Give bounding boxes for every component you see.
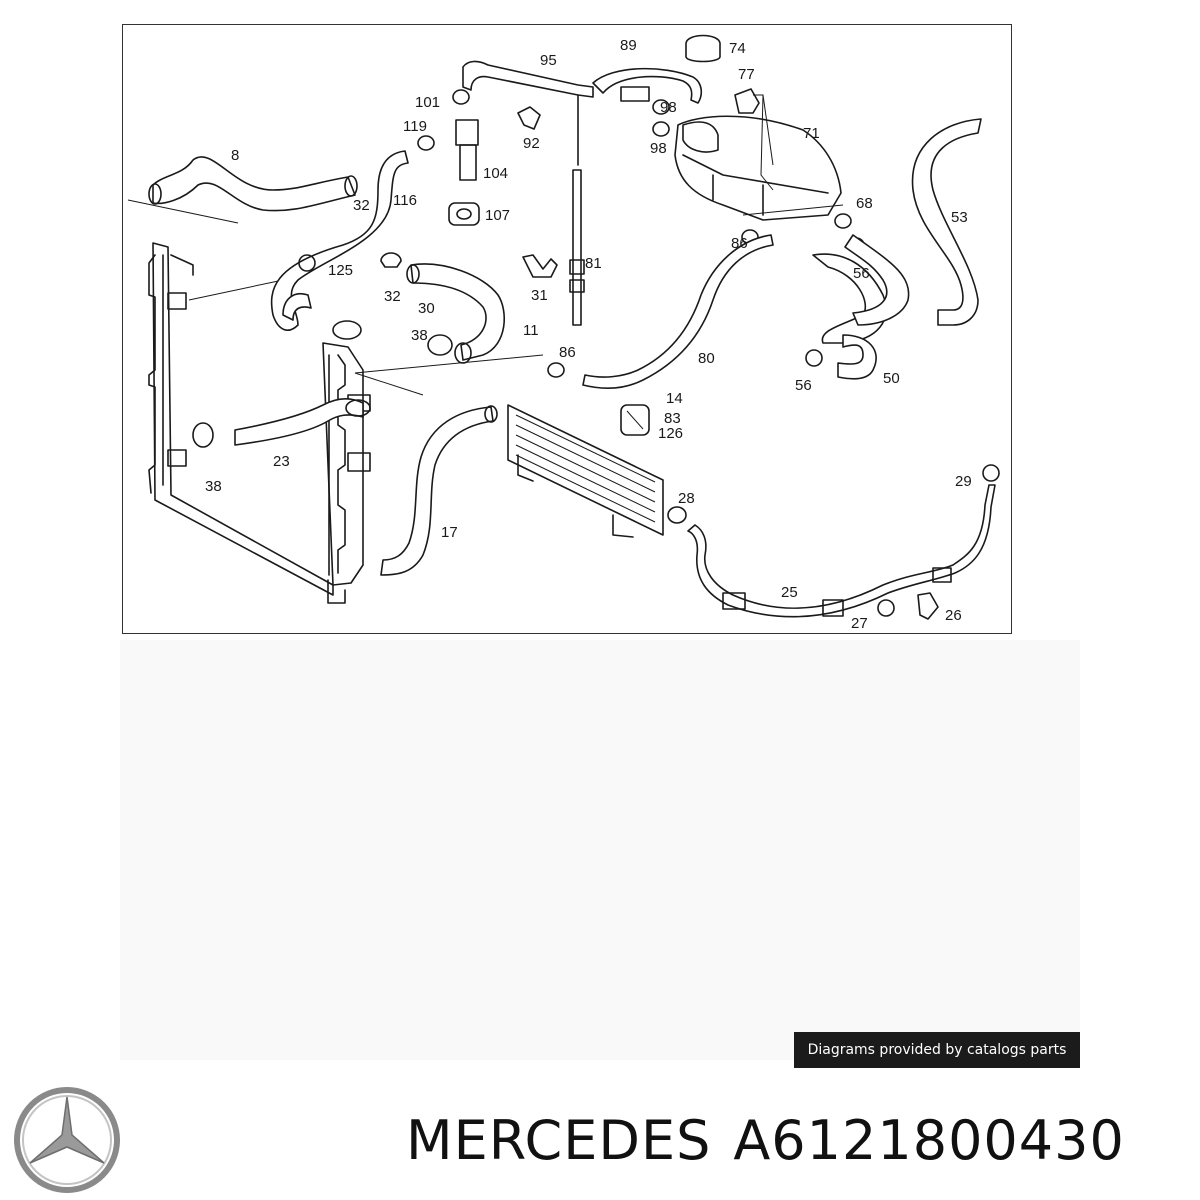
callout-107: 107 xyxy=(485,207,510,224)
hose-89 xyxy=(592,67,703,104)
callout-32: 32 xyxy=(353,197,370,214)
callout-53: 53 xyxy=(951,209,968,226)
callout-14: 14 xyxy=(666,390,683,407)
callout-86: 86 xyxy=(559,344,576,361)
callout-92: 92 xyxy=(523,135,540,152)
callout-38: 38 xyxy=(411,327,428,344)
callout-11: 11 xyxy=(523,322,539,339)
credit-badge: Diagrams provided by catalogs parts xyxy=(794,1032,1080,1068)
hose-56 xyxy=(844,234,910,326)
cap-74 xyxy=(685,34,721,63)
hose-11 xyxy=(410,263,505,361)
callout-101: 101 xyxy=(415,94,440,111)
callout-50: 50 xyxy=(883,370,900,387)
hose-8 xyxy=(152,156,356,212)
part-number: A6121800430 xyxy=(733,1109,1125,1172)
diagram-drawing: 8 116 101 119 104 107 95 89 98 98 92 74 77 71 68 53 86 56… xyxy=(127,34,1000,632)
callout-81: 81 xyxy=(585,255,602,272)
callout-56: 56 xyxy=(795,377,812,394)
callout-125: 125 xyxy=(328,262,353,279)
callout-95: 95 xyxy=(540,52,557,69)
callout-23: 23 xyxy=(273,453,290,470)
hose-23 xyxy=(234,397,364,446)
diagram-backdrop xyxy=(120,640,1080,1060)
leader-lines xyxy=(127,94,844,396)
callout-28: 28 xyxy=(678,490,695,507)
hose-95 xyxy=(462,60,594,98)
callout-116: 116 xyxy=(393,192,417,209)
callout-77: 77 xyxy=(738,66,755,83)
pipe-25 xyxy=(687,484,996,618)
callout-27: 27 xyxy=(851,615,868,632)
hose-17 xyxy=(380,406,494,576)
radiator-part xyxy=(148,242,371,604)
callout-17: 17 xyxy=(441,524,458,541)
expansion-tank-71 xyxy=(674,115,842,221)
clamps xyxy=(192,89,1000,524)
hose-80 xyxy=(582,234,774,390)
callout-29: 29 xyxy=(955,473,972,490)
callout-68: 68 xyxy=(856,195,873,212)
part-callouts: 8 116 101 119 104 107 95 89 98 98 92 74 77 71 68 53 86 56… xyxy=(205,37,972,632)
credit-text: Diagrams provided by catalogs parts xyxy=(807,1042,1067,1058)
callout-56: 56 xyxy=(853,265,870,282)
callout-80: 80 xyxy=(698,350,715,367)
mercedes-star-logo-icon xyxy=(14,1087,120,1193)
parts-diagram: 8 116 101 119 104 107 95 89 98 98 92 74 77 71 68 53 86 56… xyxy=(122,24,1012,634)
callout-126: 126 xyxy=(658,425,683,442)
callout-25: 25 xyxy=(781,584,798,601)
callout-71: 71 xyxy=(803,125,820,142)
callout-74: 74 xyxy=(729,40,746,57)
callout-32: 32 xyxy=(384,288,401,305)
hose-53 xyxy=(911,118,982,326)
callout-31: 31 xyxy=(531,287,548,304)
callout-104: 104 xyxy=(483,165,508,182)
callout-119: 119 xyxy=(403,118,427,135)
oil-cooler xyxy=(507,404,664,538)
callout-38: 38 xyxy=(205,478,222,495)
callout-83: 83 xyxy=(664,410,681,427)
callout-98: 98 xyxy=(650,140,667,157)
callout-30: 30 xyxy=(418,300,435,317)
brand-line: MERCEDES A6121800430 xyxy=(406,1106,1125,1176)
brand-name: MERCEDES xyxy=(406,1109,712,1172)
callout-98: 98 xyxy=(660,99,677,116)
callout-86: 86 xyxy=(731,235,748,252)
callout-89: 89 xyxy=(620,37,637,54)
callout-8: 8 xyxy=(231,147,239,164)
callout-26: 26 xyxy=(945,607,962,624)
